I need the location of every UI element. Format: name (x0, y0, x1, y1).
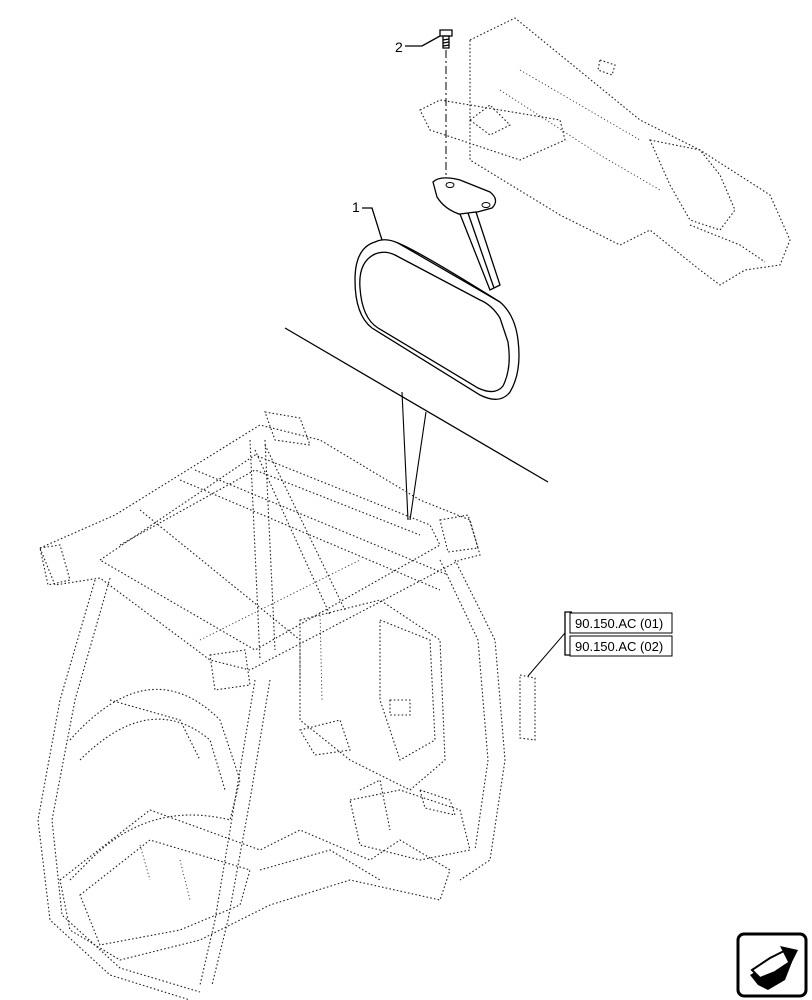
callout-2-label: 2 (395, 39, 403, 55)
cab-roof-fragment (419, 17, 791, 286)
reference-label-02: 90.150.AC (02) (575, 639, 663, 654)
reference-link-90-150-ac-01[interactable]: 90.150.AC (01) (569, 612, 673, 634)
reference-label-01: 90.150.AC (01) (575, 616, 663, 631)
reference-link-90-150-ac-02[interactable]: 90.150.AC (02) (569, 635, 673, 657)
screw (439, 29, 453, 49)
detail-pointer-lines (284, 327, 549, 521)
cab-frame (37, 411, 536, 1000)
rear-view-mirror (354, 239, 520, 400)
callout-leaders (362, 35, 441, 241)
reference-group (527, 611, 572, 677)
callout-1-label: 1 (352, 199, 360, 215)
next-page-arrow-icon[interactable] (736, 932, 808, 998)
mirror-bracket (432, 177, 501, 291)
